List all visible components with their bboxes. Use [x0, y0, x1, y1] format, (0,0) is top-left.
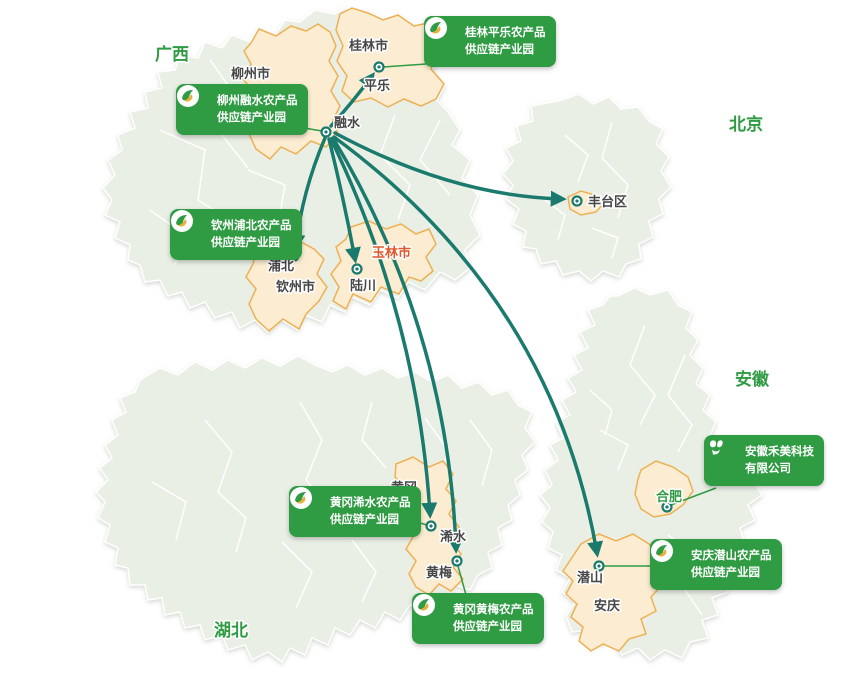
callout-line2: 供应链产业园 [691, 565, 760, 580]
marker-qianshan[interactable] [593, 560, 605, 572]
label-province-hubei: 湖北 [214, 621, 248, 641]
label-hefei: 合肥 [656, 489, 682, 505]
marker-xishui[interactable] [425, 520, 437, 532]
label-anqing: 安庆 [594, 598, 620, 614]
marker-hefei[interactable] [661, 501, 673, 513]
label-province-guangxi: 广西 [155, 44, 189, 65]
park-logo-icon [171, 210, 204, 246]
label-huangmei: 黄梅 [426, 565, 452, 581]
label-rongshui: 融水 [334, 115, 361, 131]
marker-pingle[interactable] [373, 61, 385, 73]
callout-huanggang-xishui-park[interactable]: 黄冈浠水农产品供应链产业园 [289, 486, 421, 537]
callout-anqing-qianshan-park[interactable]: 安庆潜山农产品供应链产业园 [650, 539, 782, 590]
label-fengtai: 丰台区 [588, 194, 627, 210]
callout-line2: 供应链产业园 [453, 619, 522, 634]
province-beijing [502, 93, 672, 282]
label-xishui: 浠水 [440, 529, 467, 545]
park-logo-icon [413, 594, 446, 630]
flow-arrow-rongshui-qianshan [332, 135, 604, 558]
callout-line1: 桂林平乐农产品 [465, 25, 546, 39]
marker-fengtai[interactable] [571, 195, 583, 207]
callout-line1: 柳州融水农产品 [217, 93, 298, 107]
callout-line1: 黄冈黄梅农产品 [453, 602, 534, 616]
anhui-district-borders [589, 324, 703, 616]
park-logo-icon [651, 540, 684, 576]
label-luchuan: 陆川 [350, 278, 376, 294]
hemei-company-logo-icon [710, 440, 738, 472]
callout-qinzhou-pubei-park[interactable]: 钦州浦北农产品供应链产业园 [170, 209, 302, 260]
callout-line1: 黄冈浠水农产品 [330, 495, 411, 509]
flow-arrows [289, 72, 604, 558]
label-yulin: 玉林市 [372, 245, 411, 261]
callout-anhui-hemei-company[interactable]: 安徽禾美科技有限公司 [704, 435, 824, 486]
callout-line1: 钦州浦北农产品 [211, 218, 292, 232]
marker-rongshui[interactable] [320, 126, 332, 138]
park-logo-icon [177, 85, 210, 121]
place-labels: 柳州市 桂林市 平乐 融水 浦北 钦州市 玉林市 陆川 丰台区 黄冈 浠水 黄梅… [230, 37, 684, 616]
park-logo-icon [425, 17, 458, 53]
label-guilin: 桂林市 [348, 38, 388, 54]
marker-luchuan[interactable] [351, 263, 363, 275]
flow-arrow-rongshui-fengtai [333, 131, 567, 207]
flow-arrow-rongshui-luchuan [327, 137, 361, 264]
flow-arrow-rongshui-huangmei [331, 136, 464, 554]
callout-line2: 供应链产业园 [465, 42, 534, 57]
callout-line2: 有限公司 [745, 461, 791, 476]
label-province-anhui: 安徽 [735, 369, 770, 390]
callout-line2: 供应链产业园 [330, 512, 399, 527]
region-hefei[interactable] [634, 460, 694, 518]
flow-arrow-rongshui-pingle [329, 72, 375, 128]
callout-line2: 供应链产业园 [217, 110, 286, 125]
park-logo-icon [290, 487, 323, 523]
province-labels: 广西 北京 安徽 湖北 [154, 43, 772, 643]
label-qianshan: 潜山 [577, 570, 603, 586]
marker-huangmei[interactable] [451, 555, 463, 567]
label-province-beijing: 北京 [729, 114, 763, 135]
callout-line1: 安徽禾美科技 [745, 444, 814, 458]
city-markers [288, 61, 673, 572]
region-anqing[interactable] [562, 533, 664, 652]
label-pingle: 平乐 [364, 78, 390, 94]
callout-line1: 安庆潜山农产品 [691, 548, 772, 562]
label-liuzhou: 柳州市 [231, 66, 270, 82]
label-pubei: 浦北 [268, 258, 294, 274]
callout-line2: 供应链产业园 [211, 235, 280, 250]
flow-arrow-rongshui-xishui [329, 137, 438, 519]
callout-liuzhou-rongshui-park[interactable]: 柳州融水农产品供应链产业园 [176, 84, 308, 135]
callout-huanggang-huangmei-park[interactable]: 黄冈黄梅农产品供应链产业园 [412, 593, 544, 644]
label-qinzhou: 钦州市 [275, 279, 315, 295]
callout-guilin-pingle-park[interactable]: 桂林平乐农产品供应链产业园 [424, 16, 556, 67]
hubei-district-borders [151, 401, 493, 609]
